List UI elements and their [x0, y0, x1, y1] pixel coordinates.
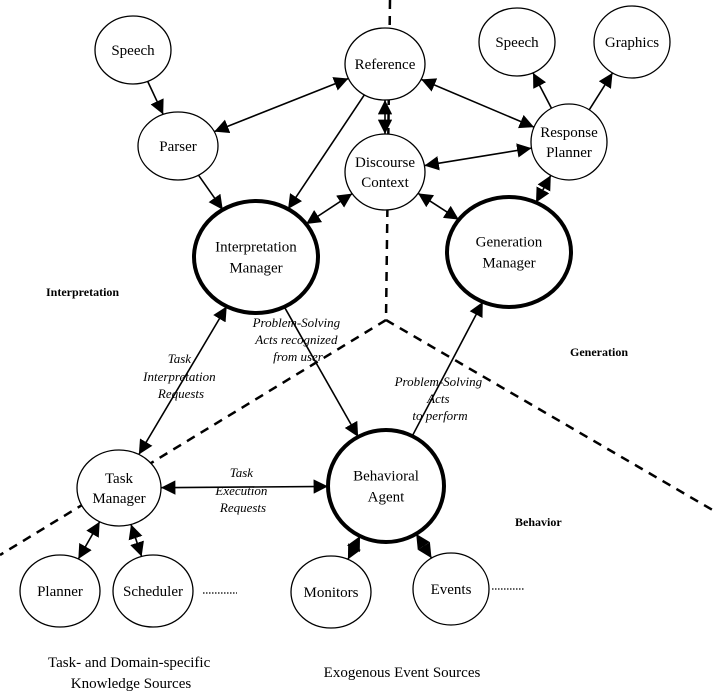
edge-speech_in-parser: [146, 81, 164, 115]
node-label: Scheduler: [123, 584, 183, 600]
label-task-interp: Task Interpretation Requests: [142, 351, 219, 401]
edge-reference-interp_manager: [287, 94, 366, 210]
edge-labels: Problem-Solving Acts recognized from use…: [142, 315, 486, 515]
edge-reference-response_planner: [420, 78, 535, 129]
edge-behavioral_agent-monitors: [346, 535, 361, 560]
edge-response_planner-graphics: [588, 72, 614, 111]
node-label: Context: [361, 175, 409, 191]
node-graphics: Graphics: [593, 5, 671, 79]
edge-discourse-interp_manager: [305, 192, 353, 225]
node-circle: [530, 103, 608, 181]
node-label: Manager: [229, 261, 282, 277]
label-ps-recognized: Problem-Solving Acts recognized from use…: [252, 315, 344, 364]
region-interpretation: Interpretation: [46, 285, 119, 299]
edge-interp_manager-behavioral_agent: [283, 306, 359, 438]
dotted-continuations: [203, 588, 524, 594]
edge-parser-interp_manager: [197, 174, 224, 211]
node-label: Interpretation: [215, 240, 297, 256]
node-circle: [593, 5, 671, 79]
node-scheduler: Scheduler: [112, 554, 194, 628]
edge-behavioral_agent-gen_manager: [411, 301, 484, 437]
node-circle: [478, 7, 556, 77]
region-generation: Generation: [570, 345, 628, 359]
node-circle: [344, 27, 426, 101]
node-label: Generation: [476, 235, 543, 251]
node-speech-in: Speech: [94, 15, 172, 85]
edge-task_manager-planner: [77, 521, 101, 560]
node-reference: Reference: [344, 27, 426, 101]
node-label: Monitors: [303, 585, 358, 601]
node-label: Response: [540, 125, 598, 141]
edge-response_planner-speech_out: [532, 72, 553, 109]
node-events: Events: [412, 552, 490, 626]
node-monitors: Monitors: [290, 555, 372, 629]
node-label: Reference: [355, 57, 416, 73]
edge-response_planner-gen_manager: [535, 174, 552, 203]
node-label: Events: [431, 582, 472, 598]
node-label: Planner: [546, 145, 592, 161]
node-circle: [76, 449, 162, 527]
node-circle: [137, 111, 219, 181]
node-label: Speech: [495, 35, 539, 51]
node-label: Task: [105, 471, 134, 487]
node-label: Graphics: [605, 35, 659, 51]
node-circle: [19, 554, 101, 628]
node-label: Planner: [37, 584, 83, 600]
node-circle: [290, 555, 372, 629]
node-label: Behavioral: [353, 469, 419, 485]
node-circle: [445, 195, 573, 309]
edges: [77, 72, 614, 560]
label-task-exec: Task Execution Requests: [214, 465, 270, 515]
footer-knowledge-sources: Task- and Domain-specific Knowledge Sour…: [48, 655, 214, 692]
node-parser: Parser: [137, 111, 219, 181]
edge-task_manager-behavioral_agent: [160, 479, 329, 495]
node-circle: [192, 199, 320, 315]
edge-behavioral_agent-events: [415, 533, 433, 559]
edge-task_manager-scheduler: [128, 524, 144, 557]
edge-discourse-gen_manager: [417, 192, 460, 221]
region-behavior: Behavior: [515, 515, 562, 529]
node-circle: [326, 428, 446, 544]
node-planner: Planner: [19, 554, 101, 628]
node-label: Manager: [92, 491, 145, 507]
node-circle: [94, 15, 172, 85]
node-label: Discourse: [355, 155, 415, 171]
node-label: Manager: [482, 256, 535, 272]
node-circle: [412, 552, 490, 626]
edge-interp_manager-task_manager: [138, 305, 228, 455]
label-ps-perform: Problem-Solving Acts to perform: [394, 374, 486, 423]
edge-parser-reference: [213, 77, 349, 134]
node-label: Parser: [159, 139, 197, 155]
footer-exogenous-sources: Exogenous Event Sources: [324, 665, 481, 681]
node-circle: [344, 133, 426, 211]
edge-discourse-response_planner: [424, 143, 532, 171]
node-label: Speech: [111, 43, 155, 59]
node-label: Agent: [368, 490, 405, 506]
node-circle: [112, 554, 194, 628]
node-speech-out: Speech: [478, 7, 556, 77]
